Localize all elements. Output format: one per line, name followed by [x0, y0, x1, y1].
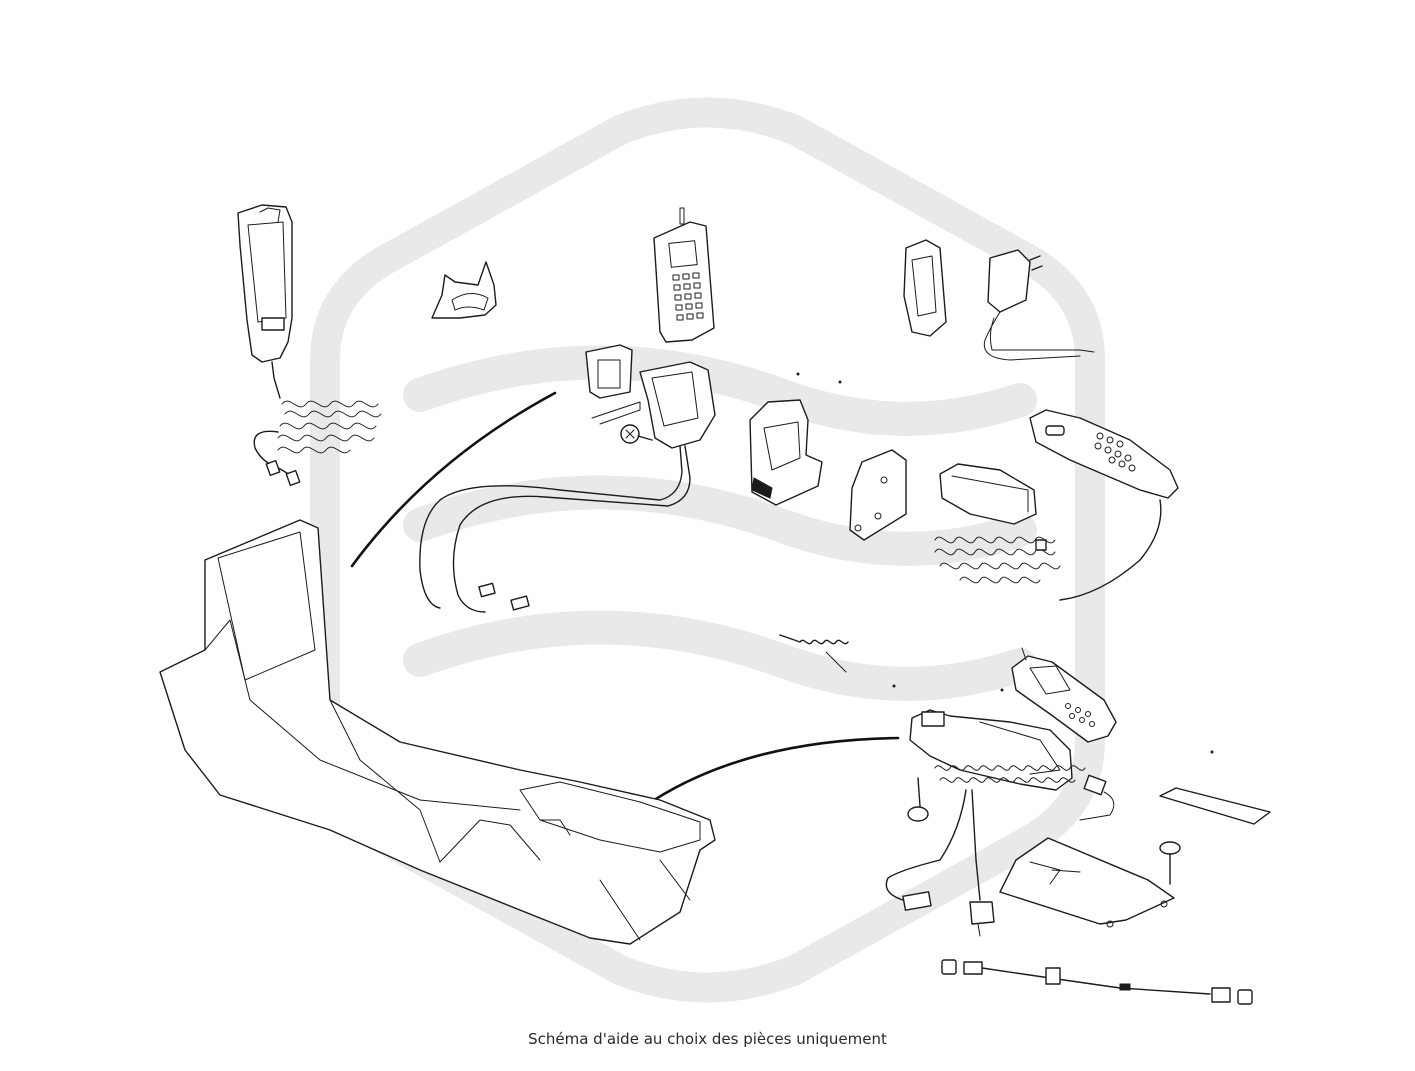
- adhesive-pad-part: [1159, 787, 1271, 825]
- center-console-part: [159, 519, 716, 945]
- handsfree-holder-part: [237, 204, 382, 487]
- arrows: [350, 391, 900, 810]
- mounting-plate-part: [849, 449, 907, 541]
- phone-cradle-part: [419, 361, 716, 613]
- lower-holder-part: [909, 709, 1115, 821]
- extension-cable-part: [941, 959, 1253, 1005]
- handset-part: [1029, 409, 1179, 601]
- lower-screw-part: [907, 777, 929, 822]
- base-unit-part: [934, 463, 1061, 584]
- bracket-screw-part: [1159, 841, 1181, 885]
- dots: [796, 372, 1214, 754]
- watermark-logo: [310, 97, 1105, 1003]
- holder-shell-part: [749, 399, 823, 506]
- charger-part: [983, 249, 1095, 361]
- adapter-plate-part: [585, 344, 641, 425]
- spring-part: [779, 634, 849, 673]
- flip-phone-part: [1011, 647, 1117, 743]
- phone-holder-part: [903, 239, 947, 337]
- screw-part: [620, 424, 653, 444]
- bracket-plate-part: [999, 837, 1175, 928]
- bar-phone-part: [653, 207, 715, 343]
- lower-cables: [885, 789, 995, 937]
- mount-cap-part: [431, 261, 497, 319]
- caption: Schéma d'aide au choix des pièces unique…: [528, 1030, 887, 1048]
